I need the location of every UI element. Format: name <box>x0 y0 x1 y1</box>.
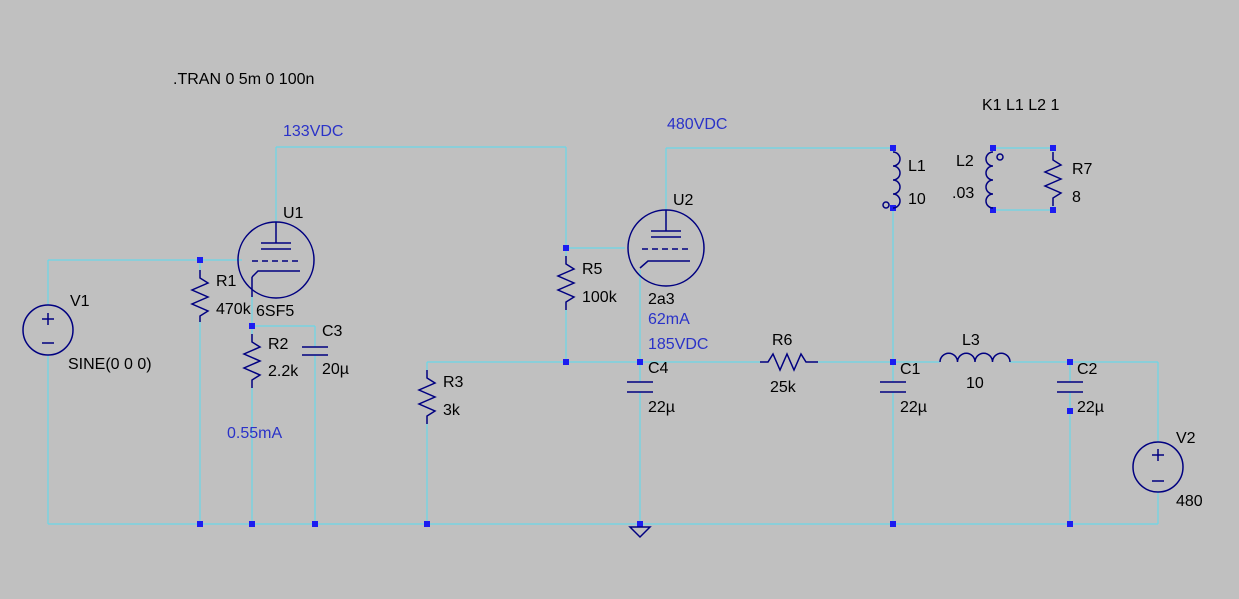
r1-name: R1 <box>216 273 237 290</box>
r3-value: 3k <box>443 402 461 419</box>
r5-resistor[interactable] <box>556 256 576 310</box>
u2-current-label: 62mA <box>648 311 690 328</box>
r5-value: 100k <box>582 289 618 306</box>
r6-name: R6 <box>772 332 793 349</box>
l1-name: L1 <box>908 158 926 175</box>
l3-name: L3 <box>962 332 980 349</box>
r3-name: R3 <box>443 374 464 391</box>
c1-capacitor[interactable] <box>880 381 906 393</box>
l1-value: 10 <box>908 191 926 208</box>
c2-name: C2 <box>1077 361 1098 378</box>
c2-capacitor[interactable] <box>1057 381 1083 393</box>
c2-value: 22µ <box>1077 399 1104 416</box>
u2-name: U2 <box>673 192 694 209</box>
l1-inductor[interactable] <box>882 151 901 209</box>
ground-icon <box>628 526 652 539</box>
c4-name: C4 <box>648 360 669 377</box>
c4-capacitor[interactable] <box>627 381 653 393</box>
l2-inductor[interactable] <box>985 151 1004 209</box>
r7-value: 8 <box>1072 189 1081 206</box>
r3-resistor[interactable] <box>417 370 437 424</box>
c3-capacitor[interactable] <box>302 346 328 356</box>
u2-triode-tube[interactable] <box>627 209 705 287</box>
l2-name: L2 <box>956 153 974 170</box>
v2-name: V2 <box>1176 430 1196 447</box>
v1-name: V1 <box>70 293 90 310</box>
r6-resistor[interactable] <box>760 352 818 372</box>
v2-value: 480 <box>1176 493 1203 510</box>
u1-plate-voltage-label: 133VDC <box>283 123 343 140</box>
r5-name: R5 <box>582 261 603 278</box>
u2-plate-voltage-label: 480VDC <box>667 116 727 133</box>
c3-name: C3 <box>322 323 343 340</box>
node-voltage-label: 185VDC <box>648 336 708 353</box>
c3-value: 20µ <box>322 361 349 378</box>
u1-value: 6SF5 <box>256 303 294 320</box>
u1-name: U1 <box>283 205 304 222</box>
u1-triode-tube[interactable] <box>237 221 315 299</box>
l3-inductor[interactable] <box>939 352 1011 363</box>
l3-value: 10 <box>966 375 984 392</box>
r7-name: R7 <box>1072 161 1093 178</box>
u1-cathode-current-label: 0.55mA <box>227 425 282 442</box>
v1-value: SINE(0 0 0) <box>68 356 152 373</box>
c1-value: 22µ <box>900 399 927 416</box>
r1-value: 470k <box>216 301 252 318</box>
v2-voltage-source[interactable] <box>1132 441 1184 493</box>
r1-resistor[interactable] <box>190 270 210 322</box>
c4-value: 22µ <box>648 399 675 416</box>
coupling-directive[interactable]: K1 L1 L2 1 <box>982 97 1060 114</box>
v1-voltage-source[interactable] <box>22 304 74 356</box>
r7-resistor[interactable] <box>1043 152 1063 206</box>
u2-value: 2a3 <box>648 291 675 308</box>
tran-directive[interactable]: .TRAN 0 5m 0 100n <box>173 71 314 88</box>
wires <box>47 146 1159 525</box>
r2-resistor[interactable] <box>242 334 262 388</box>
r2-name: R2 <box>268 336 289 353</box>
r2-value: 2.2k <box>268 363 299 380</box>
r6-value: 25k <box>770 379 797 396</box>
c1-name: C1 <box>900 361 921 378</box>
l2-value: .03 <box>952 185 974 202</box>
